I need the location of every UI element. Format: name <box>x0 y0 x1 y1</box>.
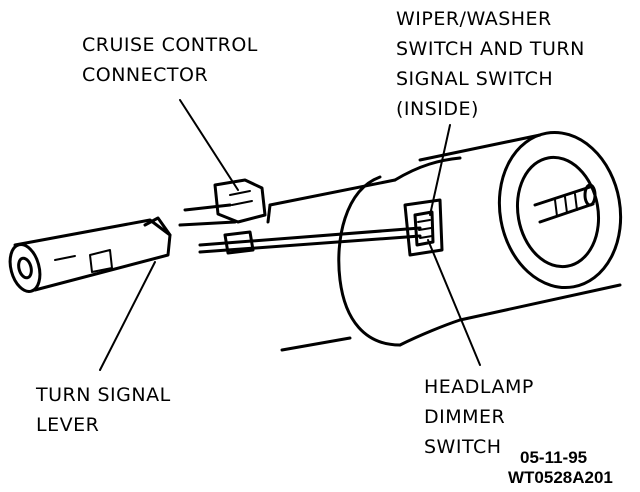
turn-signal-lever-label: TURN SIGNAL LEVER <box>36 380 171 440</box>
wiper-label-line-4: (INSIDE) <box>396 98 479 120</box>
leader-headlamp <box>427 239 481 366</box>
wiring-harness <box>178 203 422 254</box>
wiper-label-line-2: SWITCH AND TURN <box>396 38 585 60</box>
leader-cruise-control <box>179 99 239 191</box>
wiper-label-line-1: WIPER/WASHER <box>396 8 552 30</box>
cruise-control-label-line-1: CRUISE CONTROL <box>82 34 258 56</box>
leader-lines <box>99 99 481 371</box>
turn-signal-label-line-1: TURN SIGNAL <box>36 384 171 406</box>
cruise-control-connector <box>213 178 267 255</box>
wiper-washer-switch-label: WIPER/WASHER SWITCH AND TURN SIGNAL SWIT… <box>396 4 585 124</box>
headlamp-dimmer-switch-label: HEADLAMP DIMMER SWITCH <box>424 372 534 462</box>
headlamp-label-line-2: DIMMER <box>424 406 506 428</box>
turn-signal-label-line-2: LEVER <box>36 414 100 436</box>
wiper-label-line-3: SIGNAL SWITCH <box>396 68 554 90</box>
leader-turn-signal <box>99 261 156 371</box>
reference-date: 05-11-95 <box>520 448 588 467</box>
steering-column-housing <box>266 130 623 352</box>
leader-wiper-washer <box>429 124 451 216</box>
cruise-control-connector-label: CRUISE CONTROL CONNECTOR <box>82 30 258 90</box>
turn-signal-lever <box>8 216 172 293</box>
headlamp-label-line-3: SWITCH <box>424 436 502 458</box>
reference-code: WT0528A201 <box>508 468 613 487</box>
cruise-control-label-line-2: CONNECTOR <box>82 64 209 86</box>
headlamp-label-line-1: HEADLAMP <box>424 376 534 398</box>
steering-shaft <box>533 183 597 224</box>
